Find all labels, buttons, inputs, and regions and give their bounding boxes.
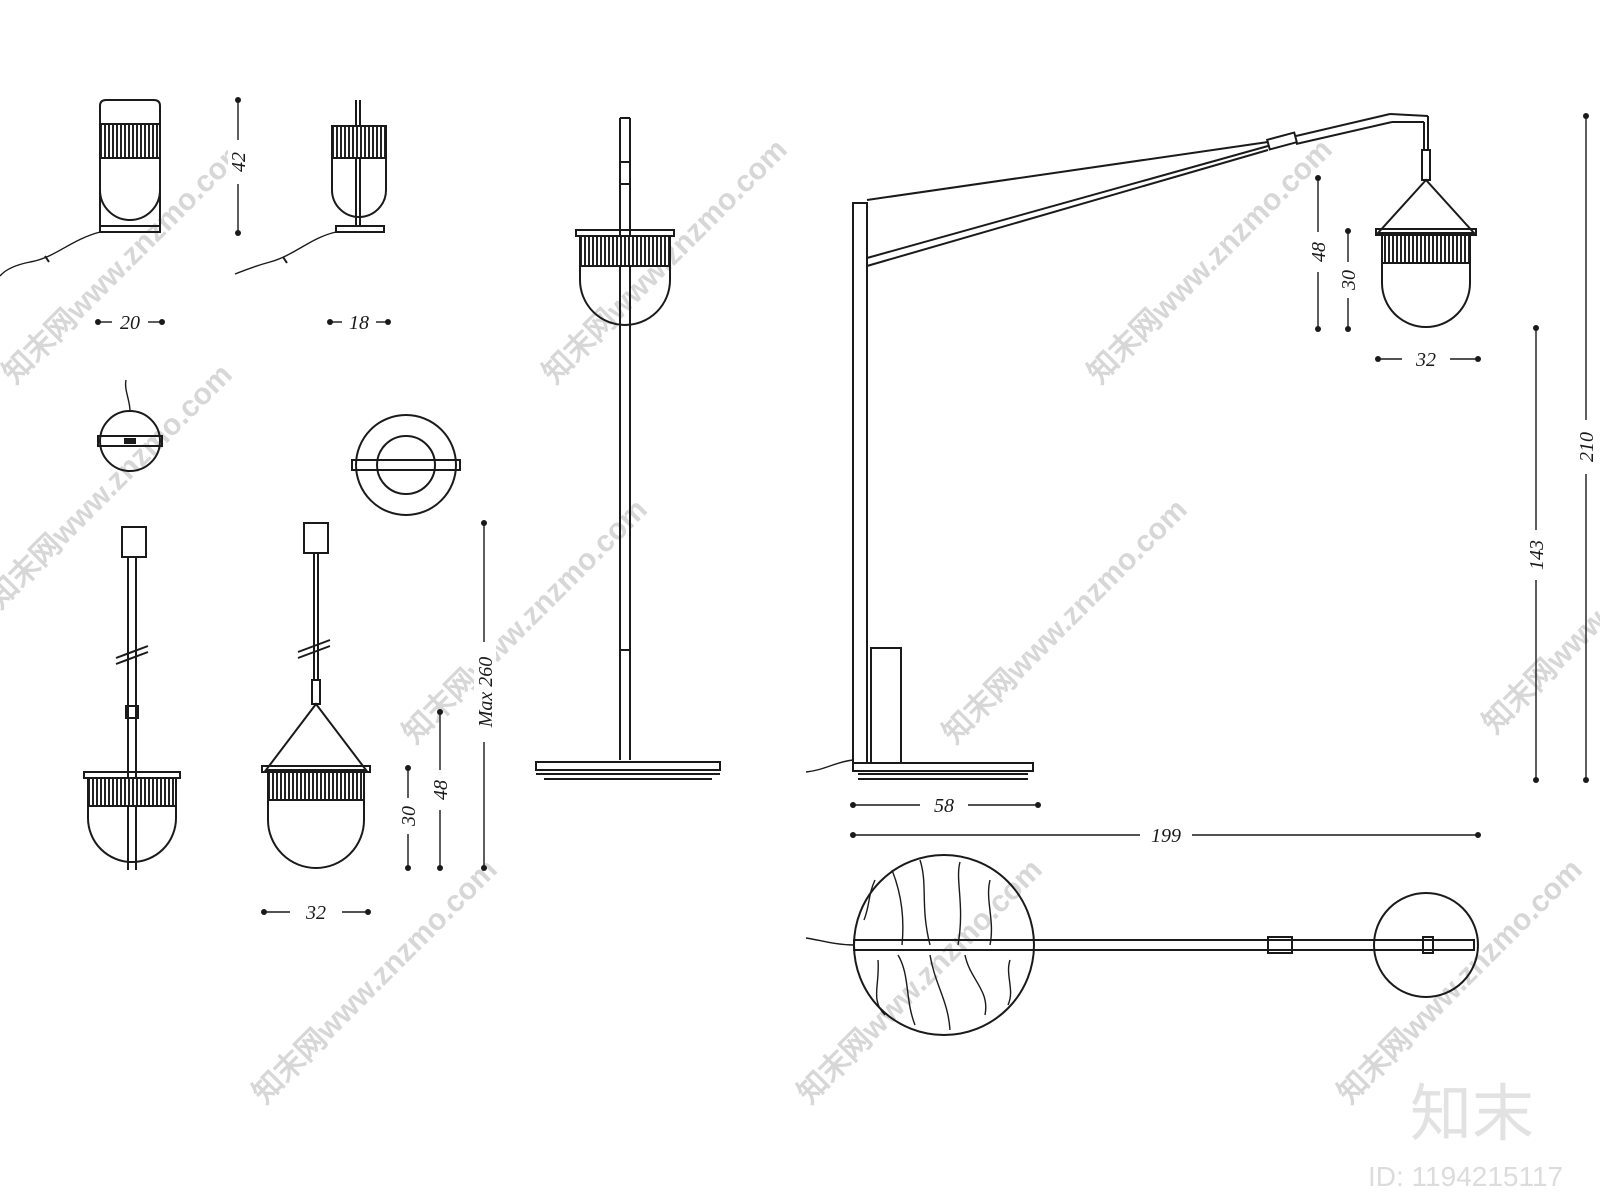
watermark-text: 知末网www.znzmo.com xyxy=(1332,853,1589,1110)
watermark-text: 知末网www.znzmo.com xyxy=(0,358,239,615)
table-lamp-height-label: 42 xyxy=(228,152,250,172)
floor-reach-label: 199 xyxy=(1151,825,1181,847)
watermark-text: 知末网www.znzmo.com xyxy=(1477,483,1600,740)
floor-shade-height-label: 48 xyxy=(1308,242,1330,262)
table-lamp-front-width-label: 20 xyxy=(120,312,140,334)
table-lamp-dimensions: 42 20 18 xyxy=(95,97,391,334)
pendant-max-drop-label: Max 260 xyxy=(475,657,497,729)
table-lamp-side-view xyxy=(234,100,387,275)
watermark-text: 知末网www.znzmo.com xyxy=(247,853,504,1110)
watermark-text: 知末网www.znzmo.com xyxy=(0,133,254,390)
floor-lamp-side-view xyxy=(805,113,1477,780)
floor-hang-height-label: 143 xyxy=(1526,540,1548,570)
pendant-shade-height-label: 30 xyxy=(398,806,420,827)
brand-watermark: 知末 xyxy=(1410,1077,1534,1150)
watermark-group: 知末网www.znzmo.com 知末网www.znzmo.com 知末网www… xyxy=(0,133,1600,1110)
floor-lamp-front-view xyxy=(535,117,721,780)
floor-lamp-top-view xyxy=(805,854,1479,1036)
floor-total-height-label: 210 xyxy=(1576,432,1598,462)
watermark-text: 知末网www.znzmo.com xyxy=(937,493,1194,750)
floor-base-width-label: 58 xyxy=(934,795,954,817)
floor-shade-width-label: 32 xyxy=(1415,349,1436,371)
floor-shade-body-height-label: 30 xyxy=(1338,270,1360,291)
table-lamp-top-view xyxy=(97,379,163,472)
image-id-label: ID: 1194215117 xyxy=(1368,1161,1563,1192)
pendant-side-view xyxy=(261,522,371,869)
pendant-front-view xyxy=(83,526,181,870)
floor-lamp-dimensions: 48 30 32 143 210 58 199 xyxy=(850,113,1598,847)
watermark-text: 知末网www.znzmo.com xyxy=(397,493,654,750)
pendant-width-label: 32 xyxy=(305,902,326,924)
pendant-height-label: 48 xyxy=(430,780,452,800)
pendant-top-view xyxy=(351,414,461,516)
table-lamp-front-view xyxy=(0,99,161,277)
table-lamp-side-width-label: 18 xyxy=(349,312,369,334)
watermark-text: 知末网www.znzmo.com xyxy=(1082,133,1339,390)
pendant-dimensions: 30 48 Max 260 32 xyxy=(261,520,497,924)
